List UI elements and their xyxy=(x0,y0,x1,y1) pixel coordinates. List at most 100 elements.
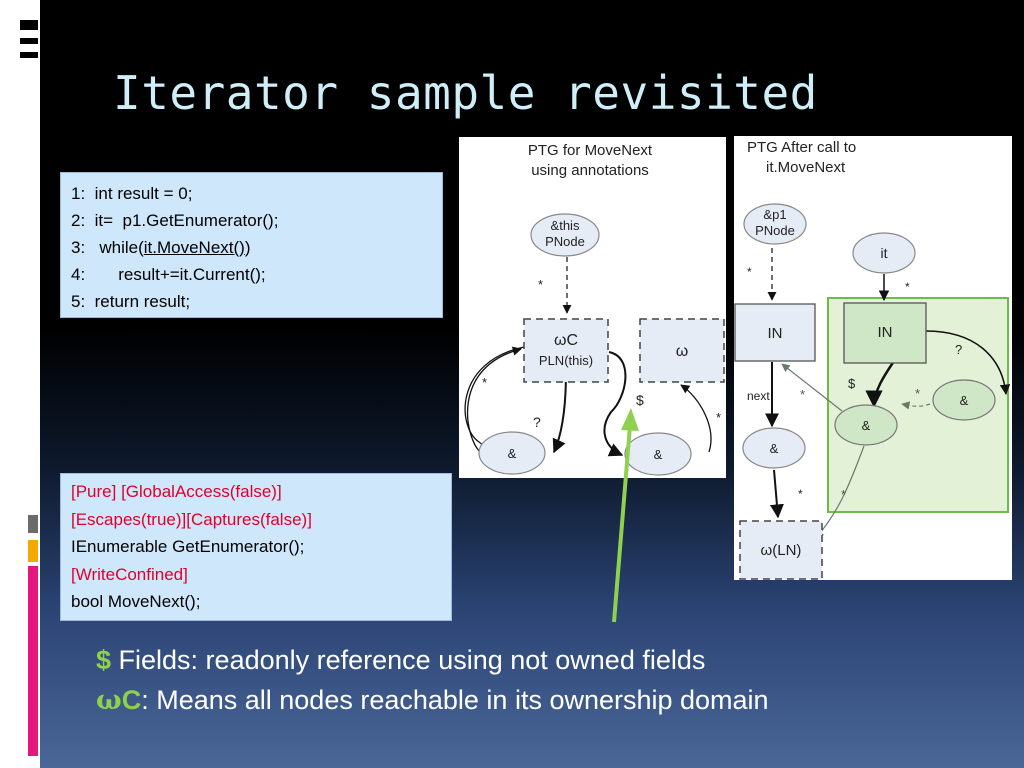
edge-in-to-amp-mid xyxy=(865,360,896,408)
ptg-after-call-diagram: PTG After call to it.MoveNext &p1 PNode … xyxy=(734,136,1012,580)
legend: $ Fields: readonly reference using not o… xyxy=(96,640,769,721)
edge-amp-right-to-amp-mid xyxy=(901,401,931,410)
decor-bar-orange xyxy=(28,540,38,562)
edge-label-star-a: * xyxy=(800,387,805,402)
code-line-1: 1: int result = 0; xyxy=(71,180,432,207)
diagram1-title-line2: using annotations xyxy=(531,162,649,179)
code-line-4: 4: result+=it.Current(); xyxy=(71,261,432,288)
legend-dollar-line: $ Fields: readonly reference using not o… xyxy=(96,640,769,680)
edge-in-to-amp-right xyxy=(925,330,1011,396)
node-amp-low xyxy=(742,427,806,469)
node-amp-mid xyxy=(834,404,898,446)
edge-label-star-c: * xyxy=(798,487,803,501)
code-line-number: 2: xyxy=(71,211,86,230)
node-p1-label: &p1 xyxy=(763,207,786,222)
code-line-text: return result; xyxy=(94,292,191,311)
node-omega-c xyxy=(523,318,609,383)
node-omega-label: ω xyxy=(676,343,689,360)
node-in-right xyxy=(843,302,927,364)
node-pnode-label: PNode xyxy=(755,223,795,238)
node-this-label: &this xyxy=(551,218,580,233)
edge-label-dollar: $ xyxy=(848,376,856,391)
node-in-right-label: IN xyxy=(878,324,893,341)
decor-bar-black-1 xyxy=(20,20,38,30)
diagram2-title-line2: it.MoveNext xyxy=(766,159,846,176)
code-line-underlined: it.MoveNext() xyxy=(143,238,245,257)
edge-label-question: ? xyxy=(955,342,962,357)
code-line-suffix: ) xyxy=(244,238,251,257)
annotations-box: [Pure] [GlobalAccess(false)] [Escapes(tr… xyxy=(60,473,452,621)
decor-bar-black-2 xyxy=(20,38,38,44)
code-line-5: 5: return result; xyxy=(71,288,432,315)
code-line-3: 3: while(it.MoveNext()) xyxy=(71,234,432,261)
node-in-left xyxy=(734,303,816,362)
highlight-arrow xyxy=(612,408,639,623)
diagram2-title-line1: PTG After call to xyxy=(747,139,856,156)
dollar-symbol: $ xyxy=(96,645,112,675)
left-decor-strip xyxy=(0,0,40,768)
node-amp-left xyxy=(478,431,546,475)
edge-label-star-top: * xyxy=(538,277,543,292)
edge-label-question: ? xyxy=(533,414,541,430)
edge-amp-right-to-omega xyxy=(680,384,712,453)
edge-label-dollar: $ xyxy=(636,392,644,408)
code-line-text: it= p1.GetEnumerator(); xyxy=(94,211,279,230)
code-line-number: 1: xyxy=(71,184,86,203)
node-pln-label: PLN(this) xyxy=(539,353,593,368)
node-it xyxy=(852,232,916,274)
node-omega xyxy=(639,318,725,383)
code-line-2: 2: it= p1.GetEnumerator(); xyxy=(71,207,432,234)
node-pnode-label: PNode xyxy=(545,234,585,249)
node-amp-right-label: & xyxy=(654,447,663,462)
decor-bar-pink xyxy=(28,566,38,756)
node-amp-mid-label: & xyxy=(862,418,871,433)
edge-amp-mid-to-omega-ln xyxy=(815,445,865,539)
code-line-text: result+=it.Current(); xyxy=(118,265,266,284)
diagram1-title-line1: PTG for MoveNext xyxy=(528,142,653,159)
edge-label-star-d: * xyxy=(841,487,846,502)
signature-get-enumerator: IEnumerable GetEnumerator(); xyxy=(71,537,305,556)
code-line-text: int result = 0; xyxy=(94,184,193,203)
edge-loop-left-head xyxy=(467,346,522,454)
legend-omega-line: ωC: Means all nodes reachable in its own… xyxy=(96,680,769,721)
slide-title: Iterator sample revisited xyxy=(113,66,818,120)
dollar-description: Fields: readonly reference using not own… xyxy=(111,645,706,675)
node-in-left-label: IN xyxy=(768,325,783,342)
code-line-number: 4: xyxy=(71,265,86,284)
annotation-write-confined: [WriteConfined] xyxy=(71,564,188,584)
code-line-number: 5: xyxy=(71,292,86,311)
node-amp-left-label: & xyxy=(508,446,517,461)
node-amp-right xyxy=(624,432,692,476)
node-omega-ln-label: ω(LN) xyxy=(761,542,802,559)
omega-symbol: ω xyxy=(96,685,122,716)
edge-amp-to-omega-ln xyxy=(769,469,784,519)
edge-label-next: next xyxy=(747,389,770,403)
decor-bar-gray xyxy=(28,515,38,533)
node-amp-low-label: & xyxy=(770,441,779,456)
decor-bar-black-3 xyxy=(20,52,38,58)
ptg-movenext-diagram: PTG for MoveNext using annotations &this… xyxy=(459,137,726,478)
node-amp-right xyxy=(932,379,996,421)
code-line-prefix: while( xyxy=(99,238,144,257)
edge-label-star-left: * xyxy=(482,375,487,390)
edge-label-star-it: * xyxy=(905,280,910,294)
omega-c-symbol: C xyxy=(121,685,142,715)
signature-move-next: bool MoveNext(); xyxy=(71,592,201,611)
edge-wc-to-amp-right xyxy=(603,351,627,457)
node-p1-pnode xyxy=(743,203,807,245)
node-omega-ln xyxy=(739,520,823,580)
node-it-label: it xyxy=(881,245,888,261)
code-listing-box: 1: int result = 0; 2: it= p1.GetEnumerat… xyxy=(60,172,443,318)
edge-label-star-right: * xyxy=(716,410,721,425)
highlight-arrow-shaft xyxy=(612,425,632,623)
annotation-pure-global: [Pure] [GlobalAccess(false)] xyxy=(71,482,282,501)
annotation-escapes-captures: [Escapes(true)][Captures(false)] xyxy=(71,509,312,529)
omega-description: : Means all nodes reachable in its owner… xyxy=(141,685,769,715)
diagram-background xyxy=(459,137,726,478)
edge-label-star-b: * xyxy=(915,386,920,401)
code-line-number: 3: xyxy=(71,238,86,257)
node-omega-c-label: ωC xyxy=(554,332,578,349)
edge-label-star-p1: * xyxy=(747,265,752,279)
node-amp-right-label: & xyxy=(960,393,969,408)
